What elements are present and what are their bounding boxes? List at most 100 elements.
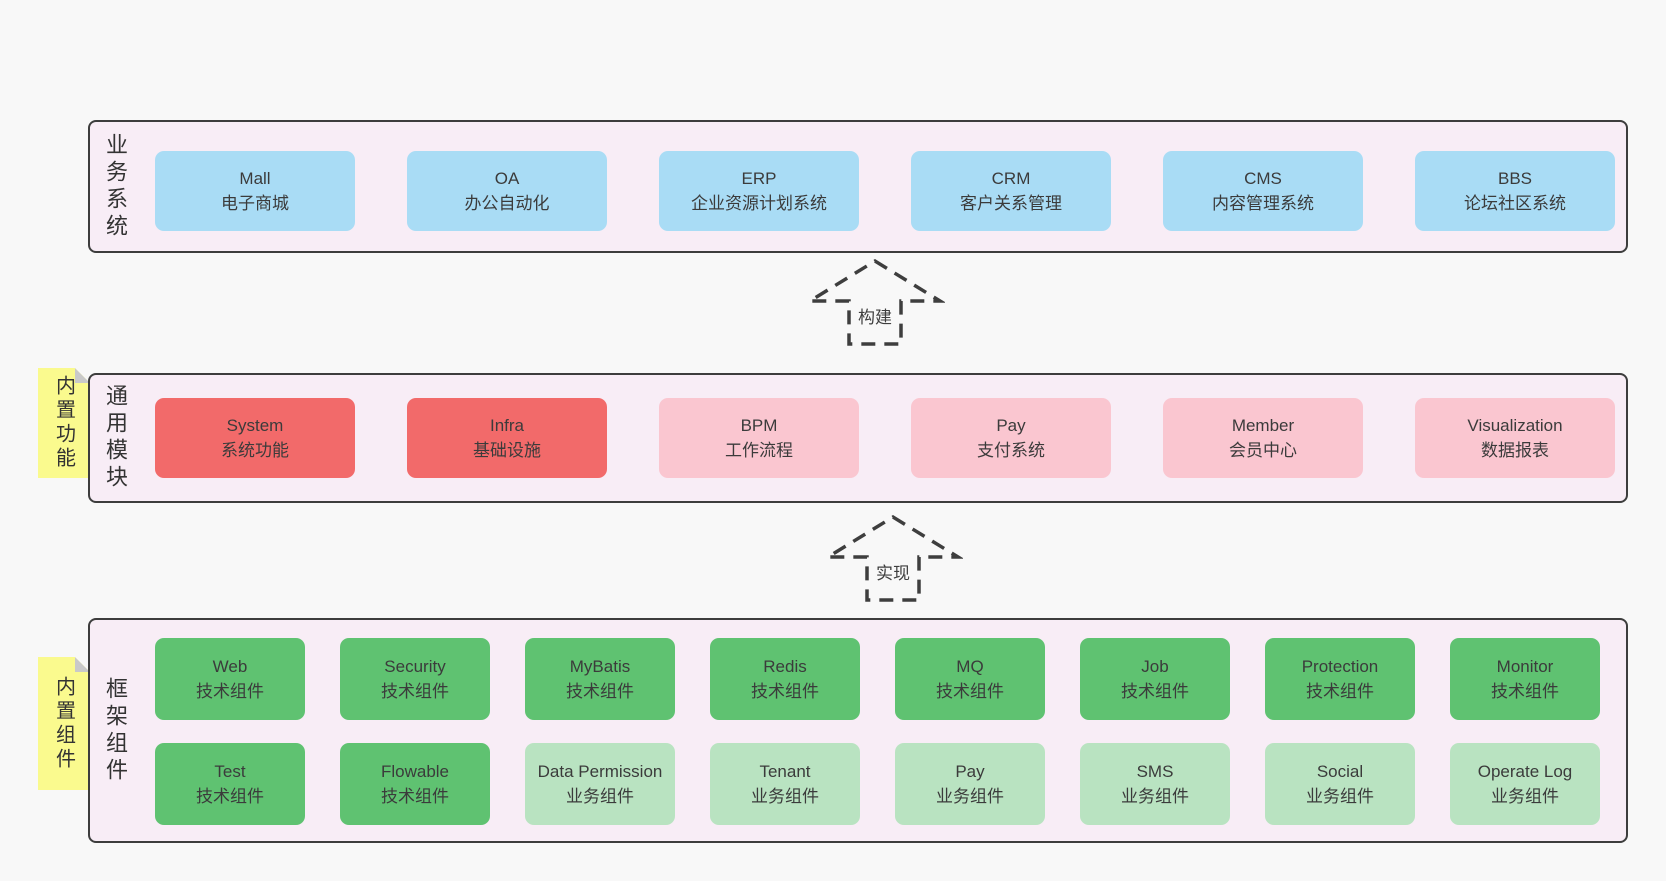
- box-title: SMS: [1136, 762, 1174, 781]
- box-title: Web: [212, 657, 248, 676]
- box-title: Data Permission: [537, 762, 663, 781]
- box-tenant: Tenant 业务组件: [710, 743, 860, 825]
- box-system: System 系统功能: [155, 398, 355, 478]
- box-subtitle: 技术组件: [1491, 682, 1559, 701]
- box-member: Member 会员中心: [1163, 398, 1363, 478]
- box-title: BPM: [740, 416, 778, 435]
- sticky-note-label: 内置组件: [52, 675, 75, 772]
- box-title: Job: [1141, 657, 1169, 676]
- box-job: Job 技术组件: [1080, 638, 1230, 720]
- box-title: CRM: [991, 169, 1031, 188]
- box-subtitle: 业务组件: [1306, 787, 1374, 806]
- arrow-label: 实现: [872, 558, 914, 585]
- box-title: BBS: [1497, 169, 1533, 188]
- arrow-build: 构建: [805, 256, 945, 348]
- box-title: CMS: [1244, 169, 1282, 188]
- box-mq: MQ 技术组件: [895, 638, 1045, 720]
- box-subtitle: 会员中心: [1229, 441, 1297, 460]
- box-title: Monitor: [1496, 657, 1554, 676]
- box-protection: Protection 技术组件: [1265, 638, 1415, 720]
- box-subtitle: 业务组件: [566, 787, 634, 806]
- box-title: Tenant: [759, 762, 811, 781]
- box-subtitle: 内容管理系统: [1212, 194, 1314, 213]
- box-subtitle: 技术组件: [751, 682, 819, 701]
- box-title: Security: [384, 657, 446, 676]
- box-subtitle: 业务组件: [1491, 787, 1559, 806]
- box-monitor: Monitor 技术组件: [1450, 638, 1600, 720]
- box-pay-system: Pay 支付系统: [911, 398, 1111, 478]
- box-subtitle: 电子商城: [221, 194, 289, 213]
- layer-business-systems: 业务系统 Mall 电子商城 OA 办公自动化 ERP 企业资源计划系统 CRM…: [88, 120, 1628, 253]
- box-subtitle: 业务组件: [936, 787, 1004, 806]
- box-title: ERP: [741, 169, 777, 188]
- box-bbs: BBS 论坛社区系统: [1415, 151, 1615, 231]
- box-subtitle: 技术组件: [381, 787, 449, 806]
- sticky-note-builtin-features: 内置功能: [38, 368, 90, 478]
- box-title: Visualization: [1467, 416, 1563, 435]
- box-title: Operate Log: [1477, 762, 1573, 781]
- box-title: Mall: [239, 169, 271, 188]
- box-title: Social: [1316, 762, 1364, 781]
- box-visualization: Visualization 数据报表: [1415, 398, 1615, 478]
- box-redis: Redis 技术组件: [710, 638, 860, 720]
- box-subtitle: 技术组件: [566, 682, 634, 701]
- components-row-1: Web 技术组件 Security 技术组件 MyBatis 技术组件 Redi…: [155, 638, 1600, 720]
- box-data-permission: Data Permission 业务组件: [525, 743, 675, 825]
- box-title: MQ: [956, 657, 984, 676]
- box-title: Pay: [996, 416, 1026, 435]
- sticky-note-label: 内置功能: [52, 375, 75, 471]
- layer-side-label: 通用模块: [103, 384, 128, 492]
- box-subtitle: 系统功能: [221, 441, 289, 460]
- layer-side-label: 业务系统: [103, 132, 128, 241]
- box-web: Web 技术组件: [155, 638, 305, 720]
- box-flowable: Flowable 技术组件: [340, 743, 490, 825]
- box-subtitle: 业务组件: [1121, 787, 1189, 806]
- box-title: MyBatis: [569, 657, 631, 676]
- box-mall: Mall 电子商城: [155, 151, 355, 231]
- components-row-2: Test 技术组件 Flowable 技术组件 Data Permission …: [155, 743, 1600, 825]
- box-crm: CRM 客户关系管理: [911, 151, 1111, 231]
- box-title: Pay: [955, 762, 985, 781]
- box-sms: SMS 业务组件: [1080, 743, 1230, 825]
- box-title: System: [226, 416, 284, 435]
- box-subtitle: 业务组件: [751, 787, 819, 806]
- box-operate-log: Operate Log 业务组件: [1450, 743, 1600, 825]
- box-title: Protection: [1301, 657, 1379, 676]
- box-security: Security 技术组件: [340, 638, 490, 720]
- box-subtitle: 企业资源计划系统: [691, 194, 827, 213]
- box-title: Infra: [489, 416, 525, 435]
- dashed-up-arrow-icon: [805, 258, 945, 346]
- box-subtitle: 技术组件: [196, 682, 264, 701]
- box-subtitle: 支付系统: [977, 441, 1045, 460]
- layer-framework-components: 框架组件 Web 技术组件 Security 技术组件 MyBatis 技术组件…: [88, 618, 1628, 843]
- box-subtitle: 办公自动化: [464, 194, 550, 213]
- box-title: Flowable: [380, 762, 450, 781]
- box-subtitle: 数据报表: [1481, 441, 1549, 460]
- box-subtitle: 技术组件: [381, 682, 449, 701]
- box-title: Redis: [763, 657, 807, 676]
- box-test: Test 技术组件: [155, 743, 305, 825]
- box-subtitle: 技术组件: [936, 682, 1004, 701]
- box-subtitle: 工作流程: [725, 441, 793, 460]
- box-mybatis: MyBatis 技术组件: [525, 638, 675, 720]
- box-subtitle: 技术组件: [1121, 682, 1189, 701]
- box-title: Member: [1231, 416, 1295, 435]
- box-bpm: BPM 工作流程: [659, 398, 859, 478]
- box-pay-component: Pay 业务组件: [895, 743, 1045, 825]
- arrow-label: 构建: [854, 302, 896, 329]
- box-social: Social 业务组件: [1265, 743, 1415, 825]
- box-subtitle: 技术组件: [1306, 682, 1374, 701]
- box-subtitle: 客户关系管理: [960, 194, 1062, 213]
- box-title: Test: [214, 762, 246, 781]
- box-cms: CMS 内容管理系统: [1163, 151, 1363, 231]
- layer-common-modules: 通用模块 System 系统功能 Infra 基础设施 BPM 工作流程 Pay…: [88, 373, 1628, 503]
- box-subtitle: 基础设施: [473, 441, 541, 460]
- box-erp: ERP 企业资源计划系统: [659, 151, 859, 231]
- sticky-note-builtin-components: 内置组件: [38, 657, 90, 790]
- box-oa: OA 办公自动化: [407, 151, 607, 231]
- layer-side-label: 框架组件: [103, 676, 128, 785]
- box-infra: Infra 基础设施: [407, 398, 607, 478]
- box-title: OA: [494, 169, 520, 188]
- arrow-implement: 实现: [823, 512, 963, 604]
